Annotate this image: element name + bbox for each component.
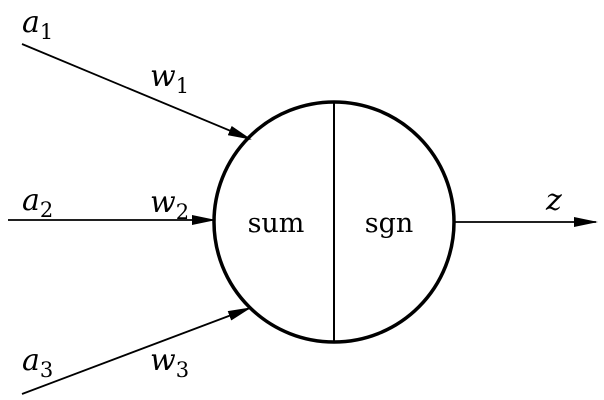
input-3-arrow	[21, 307, 252, 395]
sgn-label: sgn	[365, 208, 414, 239]
weight-3-label: w3	[150, 343, 189, 382]
input-1-label: a1	[22, 5, 53, 44]
sum-label: sum	[248, 208, 305, 239]
input-2-label: a2	[22, 183, 53, 222]
input-1-arrow	[21, 43, 252, 140]
output-label: z	[545, 183, 562, 218]
input-3-label: a3	[22, 343, 53, 382]
weight-2-label: w2	[150, 185, 189, 224]
weight-1-label: w1	[150, 59, 189, 98]
